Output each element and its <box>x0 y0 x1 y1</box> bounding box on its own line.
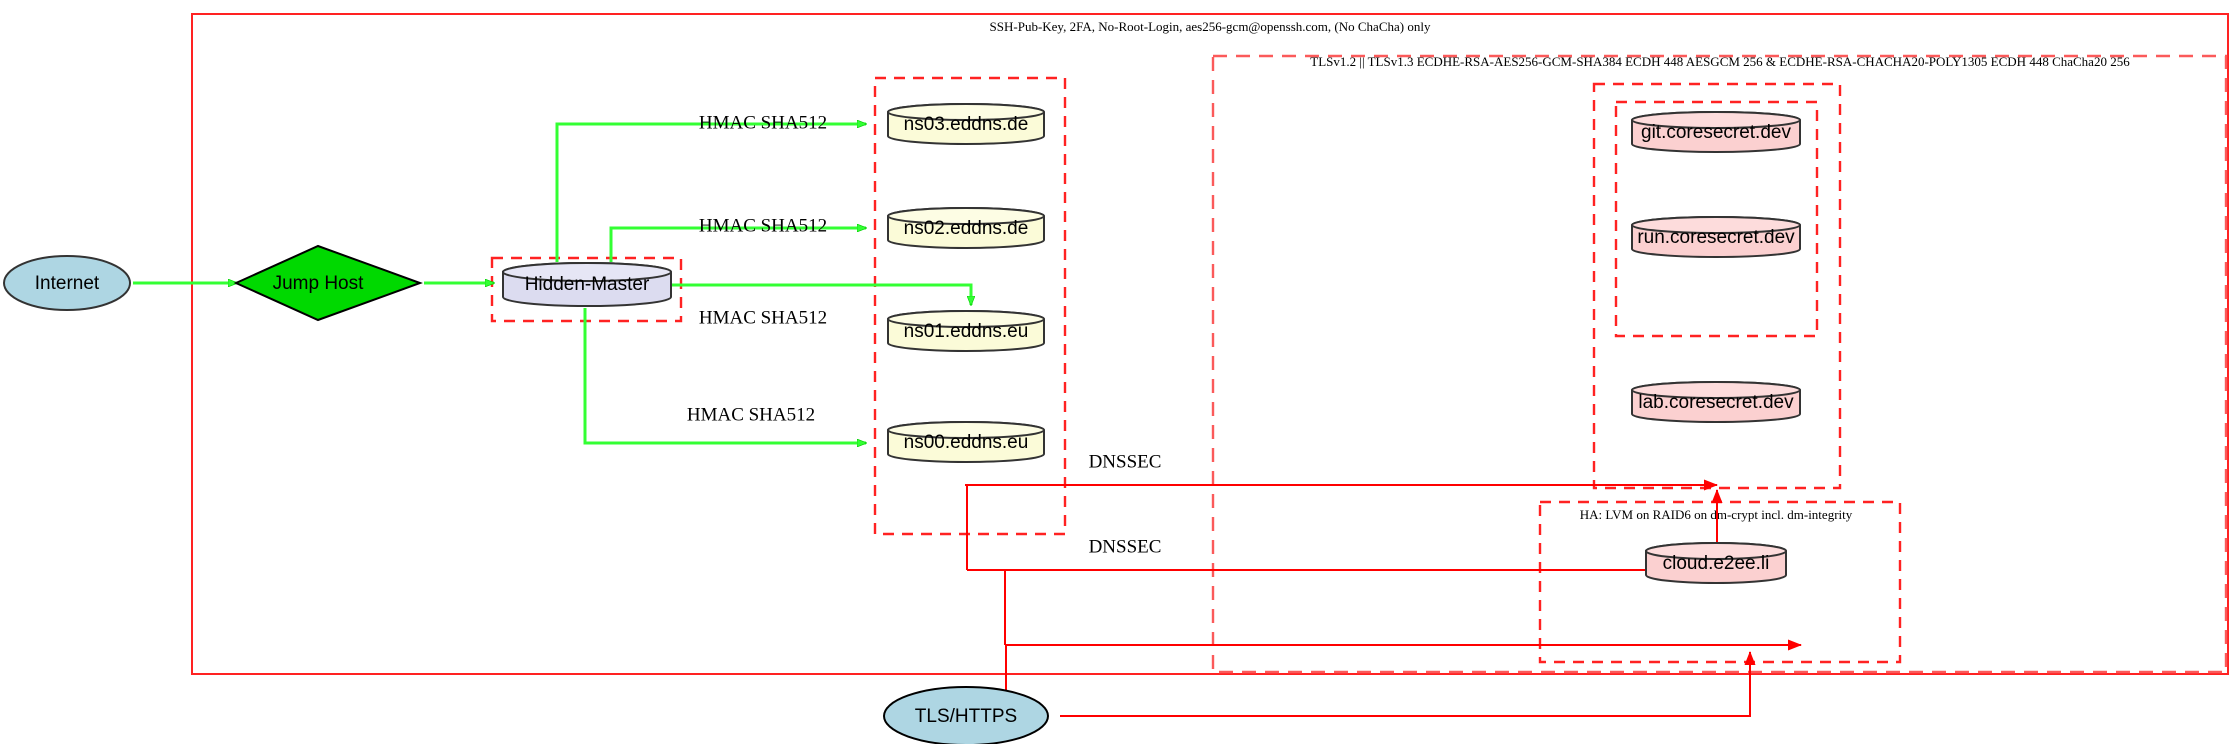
node-internet-label: Internet <box>35 273 100 294</box>
edge-label-hmac-ns03: HMAC SHA512 <box>699 112 827 133</box>
node-ns01-label: ns01.eddns.eu <box>904 321 1029 342</box>
cluster-coresecret-outer <box>1592 82 1842 490</box>
cluster-coresecret-inner <box>1614 100 1819 338</box>
edge-tls-to-cloud <box>1060 651 1756 717</box>
node-ns03[interactable]: ns03.eddns.de <box>887 103 1045 145</box>
cluster-ssh: SSH-Pub-Key, 2FA, No-Root-Login, aes256-… <box>191 13 2229 675</box>
cluster-ssh-label: SSH-Pub-Key, 2FA, No-Root-Login, aes256-… <box>990 19 1431 34</box>
node-cloud-e2ee[interactable]: cloud.e2ee.li <box>1645 542 1787 584</box>
edge-hiddenmaster-to-ns03 <box>555 124 866 262</box>
node-internet[interactable]: Internet <box>3 255 131 311</box>
node-cloud-e2ee-label: cloud.e2ee.li <box>1663 553 1770 574</box>
node-run-coresecret-label: run.coresecret.dev <box>1637 227 1795 248</box>
node-lab-coresecret[interactable]: lab.coresecret.dev <box>1631 381 1801 423</box>
node-git-coresecret-label: git.coresecret.dev <box>1641 122 1791 143</box>
edge-label-hmac-ns01: HMAC SHA512 <box>699 307 827 328</box>
edge-hiddenmaster-to-ns00 <box>583 308 866 443</box>
node-ns03-label: ns03.eddns.de <box>904 114 1029 135</box>
node-run-coresecret[interactable]: run.coresecret.dev <box>1631 216 1801 258</box>
edge-hiddenmaster-to-ns02 <box>609 228 866 262</box>
node-ns00[interactable]: ns00.eddns.eu <box>887 421 1045 463</box>
node-lab-coresecret-label: lab.coresecret.dev <box>1638 392 1794 413</box>
cluster-tls-label: TLSv1.2 || TLSv1.3 ECDHE-RSA-AES256-GCM-… <box>1310 54 2130 69</box>
node-ns02[interactable]: ns02.eddns.de <box>887 207 1045 249</box>
node-jump-host-label: Jump Host <box>273 273 365 294</box>
node-tls-https-label: TLS/HTTPS <box>915 706 1017 727</box>
node-tls-https[interactable]: TLS/HTTPS <box>883 686 1049 744</box>
node-ns01[interactable]: ns01.eddns.eu <box>887 310 1045 352</box>
node-ns02-label: ns02.eddns.de <box>904 218 1029 239</box>
cluster-dns-zone <box>873 76 1067 536</box>
edge-hiddenmaster-to-ns01 <box>670 283 971 305</box>
node-ns00-label: ns00.eddns.eu <box>904 432 1029 453</box>
node-git-coresecret[interactable]: git.coresecret.dev <box>1631 111 1801 153</box>
edge-label-hmac-ns00: HMAC SHA512 <box>687 404 815 425</box>
node-hidden-master[interactable]: Hidden-Master <box>502 262 672 307</box>
cluster-tls: TLSv1.2 || TLSv1.3 ECDHE-RSA-AES256-GCM-… <box>1211 54 2228 674</box>
node-jump-host[interactable]: Jump Host <box>233 244 423 322</box>
edge-label-hmac-ns02: HMAC SHA512 <box>699 215 827 236</box>
edge-label-dnssec-upper: DNSSEC <box>1089 451 1162 472</box>
node-hidden-master-label: Hidden-Master <box>525 274 650 295</box>
edge-label-dnssec-lower: DNSSEC <box>1089 536 1162 557</box>
